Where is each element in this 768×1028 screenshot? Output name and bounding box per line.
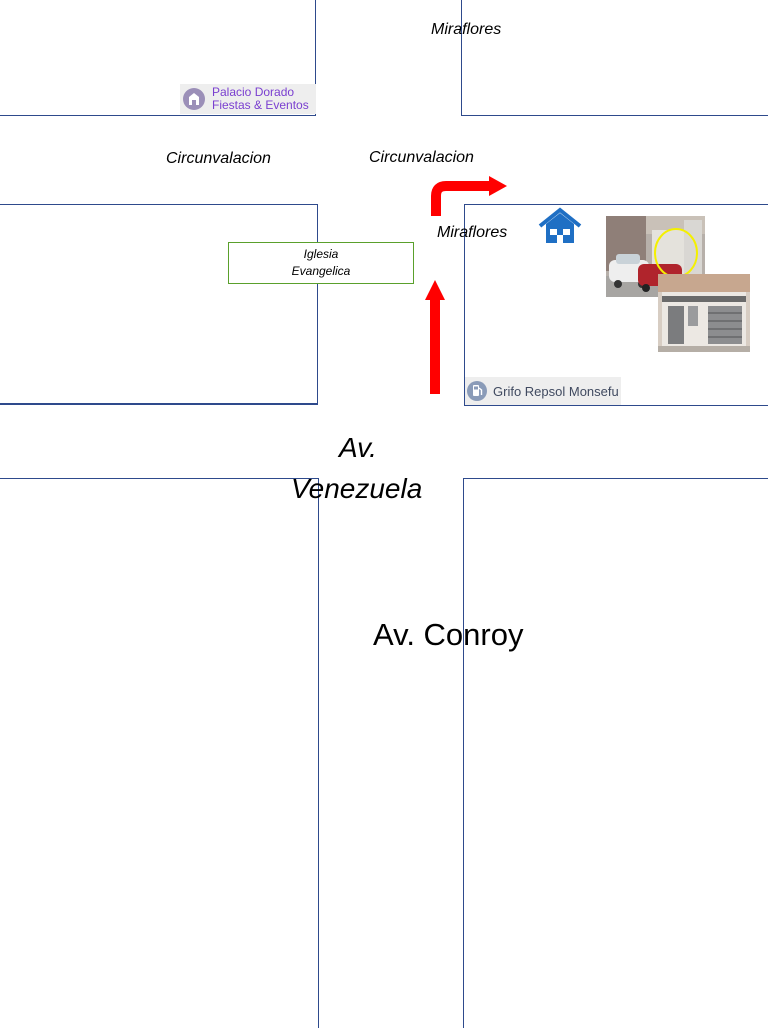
street-label-circunvalacion-right: Circunvalacion <box>369 149 474 166</box>
city-block-middle-right <box>464 204 768 406</box>
grifo-label: Grifo Repsol Monsefu <box>493 383 619 399</box>
route-turn-arrow-icon <box>431 176 507 216</box>
route-arrow-icon <box>425 280 445 394</box>
poi-grifo-repsol: Grifo Repsol Monsefu <box>465 377 621 405</box>
palacio-label-line1: Palacio Dorado <box>212 85 295 99</box>
street-label-miraflores-top: Miraflores <box>431 21 502 38</box>
city-block-middle-left <box>0 204 318 405</box>
home-icon <box>538 207 582 243</box>
street-label-av-venezuela-line2: Venezuela <box>291 473 423 504</box>
city-block-top-left <box>0 0 316 116</box>
street-label-circunvalacion-left: Circunvalacion <box>166 150 271 167</box>
gas-station-pin-icon <box>467 381 487 401</box>
street-photo-cars <box>606 216 705 297</box>
poi-palacio-dorado: Palacio Dorado Fiestas & Eventos <box>180 84 316 114</box>
church-label-line1: Iglesia <box>303 247 339 261</box>
palace-pin-icon <box>183 88 205 110</box>
street-label-av-conroy: Av. Conroy <box>373 617 524 652</box>
city-block-top-right <box>461 0 768 116</box>
house-facade-photo <box>658 274 750 352</box>
city-block-bottom-right <box>463 478 768 1028</box>
city-block-bottom-left <box>0 478 319 1028</box>
street-label-av-venezuela-line1: Av. <box>339 432 377 463</box>
street-label-miraflores-right: Miraflores <box>437 224 508 241</box>
palacio-label-line2: Fiestas & Eventos <box>212 98 309 112</box>
church-label-line2: Evangelica <box>291 264 351 278</box>
landmark-iglesia-evangelica: Iglesia Evangelica <box>228 242 414 284</box>
